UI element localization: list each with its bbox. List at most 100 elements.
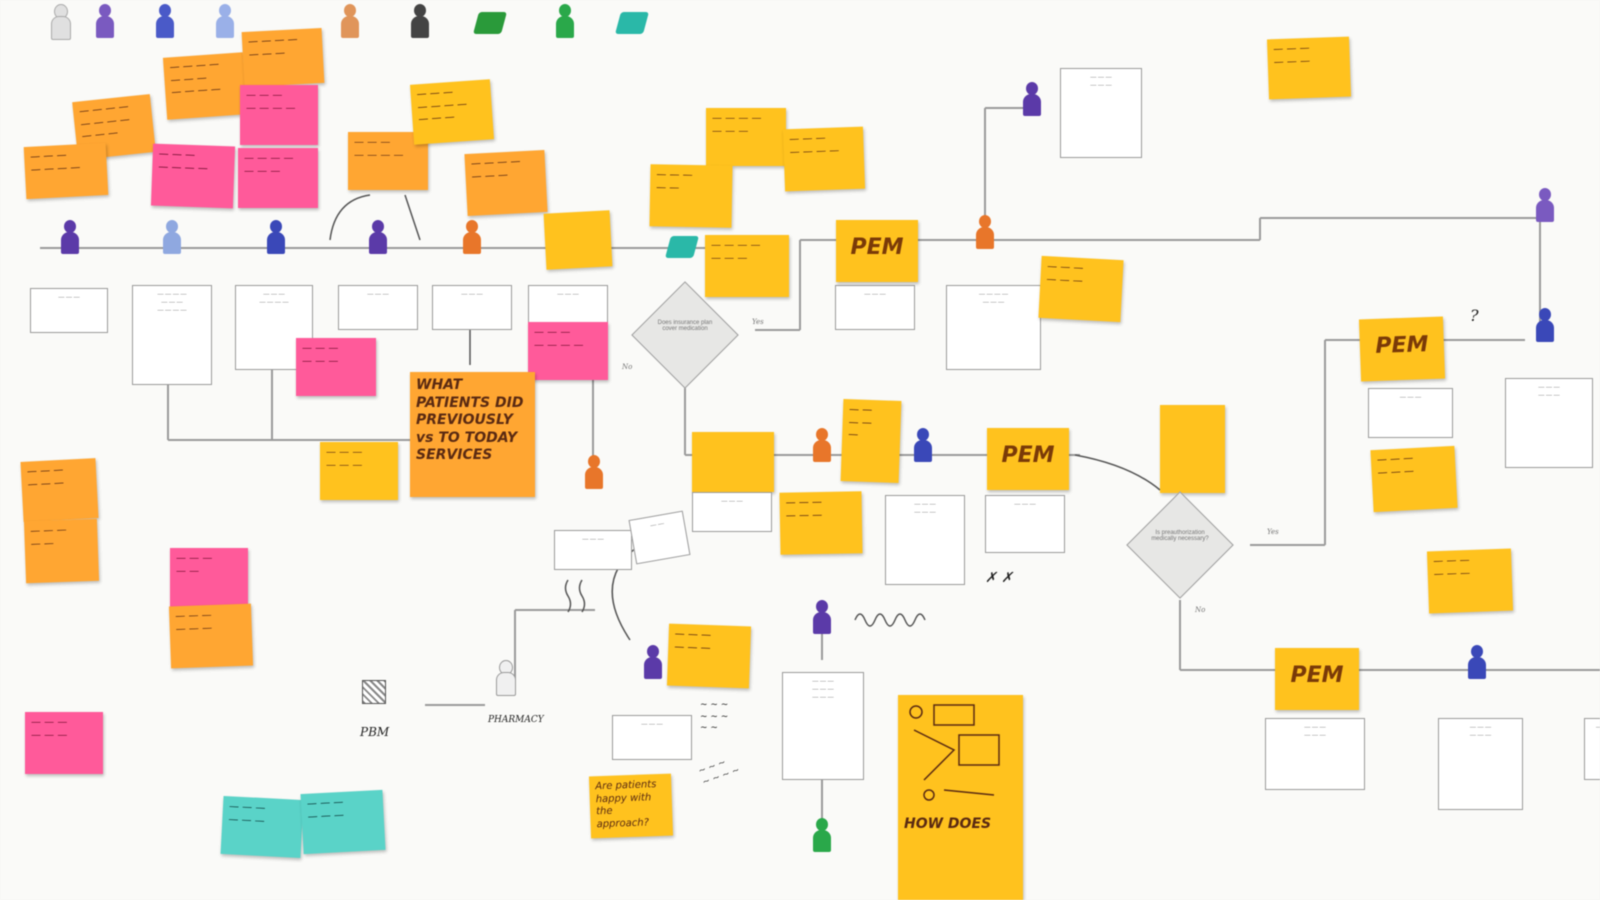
process-box: — — —— — — — [1265, 718, 1365, 790]
process-box: — — — — [1368, 388, 1453, 438]
process-box: — — —— — — — [1438, 718, 1523, 810]
sticky-note[interactable]: — — —— — — — [1370, 445, 1458, 513]
sticky-note[interactable]: — — — —— — —— — — — — [162, 52, 248, 120]
orange-person-icon — [462, 220, 482, 262]
lightblue-person-icon — [215, 4, 235, 46]
purple-person-icon — [1535, 188, 1555, 230]
yes-label: Yes — [1267, 528, 1279, 536]
sticky-note[interactable]: — — —— — — [170, 548, 248, 608]
sticky-note[interactable]: — — — —— — — — [706, 108, 786, 166]
sticky-note[interactable] — [1160, 405, 1225, 493]
pharmacy-handwritten: PHARMACY — [488, 715, 544, 725]
sticky-note[interactable]: — — —— — — — [666, 623, 752, 689]
handwritten-note: ~ ~ ~~ ~ ~~ ~ — [700, 700, 729, 734]
sticky-note[interactable]: — — —— — — — — [23, 142, 109, 200]
sticky-note-patients-happy[interactable]: Are patients happy with the approach? — [588, 773, 674, 839]
pbm-sketch-icon — [362, 680, 386, 704]
sticky-note[interactable]: — — — —— — — — [241, 27, 325, 88]
sticky-note[interactable]: — — —— — — — — [348, 132, 428, 190]
lightblue-person-icon — [162, 220, 182, 262]
teal-parallelogram-icon — [665, 236, 699, 258]
sticky-note[interactable]: — — — —— — — — [238, 148, 318, 208]
blue-person-icon — [1535, 308, 1555, 350]
purple-person-icon — [95, 4, 115, 46]
process-box: — — —— — — — [885, 495, 965, 585]
purple-person-icon — [60, 220, 80, 262]
sticky-note[interactable]: — —— —— — [840, 399, 902, 483]
pem-sticky-note[interactable]: PEM — [1275, 648, 1359, 710]
blue-person-icon — [1467, 645, 1487, 687]
sticky-note[interactable]: — — —— — — — [168, 603, 254, 669]
process-box: — — —— — —— — — — [782, 672, 864, 780]
sticky-note[interactable]: — — —— — — — [220, 795, 304, 859]
process-box: — — [1584, 718, 1600, 780]
handwritten-scribble: ✗ ✗ — [985, 570, 1013, 586]
question-mark: ? — [1470, 306, 1479, 325]
pem-sticky-note[interactable]: PEM — [987, 428, 1069, 490]
grey-person-icon — [495, 660, 516, 702]
dark-person-icon — [410, 4, 430, 46]
sticky-note[interactable]: — — — —— — — — [464, 149, 548, 217]
sticky-note[interactable]: — — —— — — — [779, 491, 863, 555]
pbm-handwritten: PBM — [360, 725, 390, 739]
sticky-note[interactable]: — — —— — — — [20, 458, 99, 522]
pem-sticky-note[interactable]: PEM — [836, 220, 918, 282]
process-box: — — — — [985, 495, 1065, 553]
sticky-note[interactable] — [692, 432, 774, 492]
green-parallelogram-icon — [473, 12, 507, 34]
process-box: — — — — [554, 530, 632, 570]
sticky-note[interactable]: — — —— — — — [1266, 36, 1352, 100]
decision-diamond: Does insurance plan cover medication — [630, 280, 740, 390]
yes-label: Yes — [752, 318, 764, 326]
green-person-icon — [555, 4, 575, 46]
sticky-note[interactable]: — — — —— — — — [705, 235, 789, 297]
sticky-note[interactable]: — — —— — — — [25, 712, 103, 774]
purple-person-icon — [812, 600, 832, 642]
sticky-note[interactable]: — — —— — — — [1038, 255, 1124, 323]
process-box: — — — — [30, 288, 108, 333]
orange-person-icon — [975, 215, 995, 257]
sticky-note[interactable]: — — —— — — — — [528, 322, 608, 380]
sticky-note[interactable]: — — —— — — [649, 164, 733, 228]
process-box: — — — — [338, 285, 418, 330]
process-box: — — — — [692, 492, 772, 532]
process-box: — — — —— — — — [946, 285, 1041, 370]
sticky-note[interactable]: — — —— — — — [320, 442, 398, 500]
orange-person-icon — [812, 428, 832, 470]
sticky-note[interactable]: — — —— — — — [296, 338, 376, 396]
process-box: — — —— — — — [1505, 378, 1593, 468]
sticky-note[interactable]: — — —— — — —— — — — [410, 79, 494, 145]
orange-person-icon — [584, 455, 604, 497]
sticky-note[interactable] — [543, 210, 613, 270]
blue-person-icon — [155, 4, 175, 46]
blue-person-icon — [913, 428, 933, 470]
no-label: No — [622, 363, 633, 371]
sticky-note[interactable]: — — —— — — — [1426, 548, 1514, 614]
process-box: — — — — [612, 715, 692, 760]
sketch-drawing — [909, 704, 1000, 801]
process-box: — — — —— — —— — — — — [132, 285, 212, 385]
pem-sticky-note[interactable]: PEM — [1358, 316, 1446, 382]
purple-person-icon — [643, 645, 663, 687]
purple-person-icon — [368, 220, 388, 262]
blue-person-icon — [266, 220, 286, 262]
process-box: — — — — [432, 285, 512, 330]
process-box: — — —— — — — [1060, 68, 1142, 158]
no-label: No — [1195, 606, 1206, 614]
how-does-label: HOW DOES — [904, 815, 992, 832]
sticky-note[interactable]: — — —— — — [23, 518, 100, 584]
green-person-icon — [812, 818, 832, 860]
sticky-note-how-does[interactable]: HOW DOES — [898, 695, 1023, 900]
process-box: — — — — [835, 285, 915, 330]
sticky-note[interactable]: — — —— — — — — [150, 143, 236, 209]
sticky-note-what-patients[interactable]: WHAT PATIENTS DID PREVIOUSLY vs TO TODAY… — [410, 372, 535, 497]
teal-parallelogram-icon — [615, 12, 649, 34]
sticky-note[interactable]: — — —— — — — — [782, 126, 866, 192]
orange-person-icon — [340, 4, 360, 46]
sticky-note[interactable]: — — —— — — — [300, 789, 386, 855]
decision-text: Is preauthorization medically necessary? — [1151, 530, 1209, 542]
purple-person-icon — [1022, 82, 1042, 124]
sticky-note[interactable]: — — —— — — — — [240, 85, 318, 145]
process-box: — — — [628, 510, 691, 565]
